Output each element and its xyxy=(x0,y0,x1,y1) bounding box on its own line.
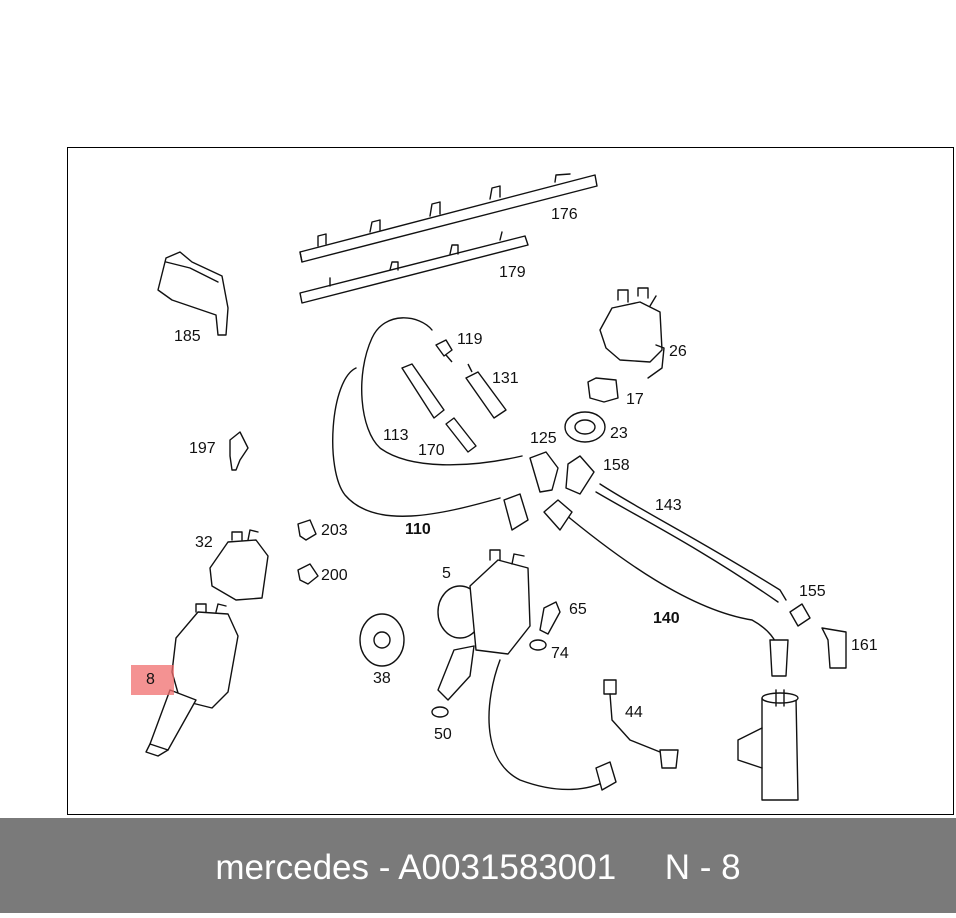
part-5-plug xyxy=(595,761,617,791)
label-131: 131 xyxy=(492,370,519,387)
label-65: 65 xyxy=(569,601,587,618)
label-125: 125 xyxy=(530,430,557,447)
label-179: 179 xyxy=(499,264,526,281)
part-143-hose xyxy=(599,483,787,601)
part-131-drawing xyxy=(465,363,507,419)
part-65-drawing xyxy=(539,601,561,635)
part-161-drawing xyxy=(821,627,847,669)
part-23-drawing xyxy=(564,411,606,443)
highlight-part-8 xyxy=(131,665,174,695)
label-110: 110 xyxy=(405,521,431,538)
label-119: 119 xyxy=(457,331,483,348)
part-113-wire xyxy=(361,317,523,466)
label-23: 23 xyxy=(610,425,628,442)
ignition-coil-drawing xyxy=(737,689,799,801)
label-176: 176 xyxy=(551,206,578,223)
label-158: 158 xyxy=(603,457,630,474)
label-140: 140 xyxy=(653,610,680,627)
label-113: 113 xyxy=(383,427,409,444)
part-140-wire xyxy=(559,509,781,651)
label-74: 74 xyxy=(551,645,569,662)
label-200: 200 xyxy=(321,567,348,584)
part-74-drawing xyxy=(529,639,547,651)
label-26: 26 xyxy=(669,343,687,360)
part-8-drawing xyxy=(145,603,239,757)
part-185-drawing xyxy=(157,251,229,336)
label-170: 170 xyxy=(418,442,445,459)
part-179-drawing xyxy=(299,231,529,304)
part-26-drawing xyxy=(599,287,665,379)
part-50-drawing xyxy=(431,706,449,718)
part-140-plug xyxy=(543,499,789,677)
part-125-drawing xyxy=(529,451,559,493)
part-158-drawing xyxy=(565,455,595,495)
label-161: 161 xyxy=(851,637,878,654)
label-8: 8 xyxy=(146,671,155,688)
label-17: 17 xyxy=(626,391,644,408)
part-113-plug xyxy=(401,363,445,419)
label-38: 38 xyxy=(373,670,391,687)
label-44: 44 xyxy=(625,704,643,721)
part-110-plug xyxy=(503,493,529,531)
label-185: 185 xyxy=(174,328,201,345)
label-203: 203 xyxy=(321,522,348,539)
label-5: 5 xyxy=(442,565,451,582)
label-32: 32 xyxy=(195,534,213,551)
part-5-drawing xyxy=(437,549,531,701)
part-170-drawing xyxy=(445,417,477,453)
part-17-drawing xyxy=(587,377,619,403)
part-176-drawing xyxy=(299,173,598,263)
part-197-drawing xyxy=(229,431,249,471)
footer-bar: mercedes - A0031583001 N - 8 xyxy=(0,818,956,913)
label-50: 50 xyxy=(434,726,452,743)
footer-caption: mercedes - A0031583001 N - 8 xyxy=(215,848,741,887)
part-38-drawing xyxy=(359,613,405,667)
part-119-drawing xyxy=(435,339,453,363)
label-143: 143 xyxy=(655,497,682,514)
part-32-drawing xyxy=(209,529,269,601)
part-203-drawing xyxy=(297,519,317,541)
part-200-drawing xyxy=(297,563,319,585)
part-5-wire xyxy=(488,659,609,791)
label-197: 197 xyxy=(189,440,216,457)
part-155-drawing xyxy=(789,603,811,627)
part-44-drawing xyxy=(603,679,679,769)
part-110-wire xyxy=(332,367,501,517)
label-155: 155 xyxy=(799,583,826,600)
